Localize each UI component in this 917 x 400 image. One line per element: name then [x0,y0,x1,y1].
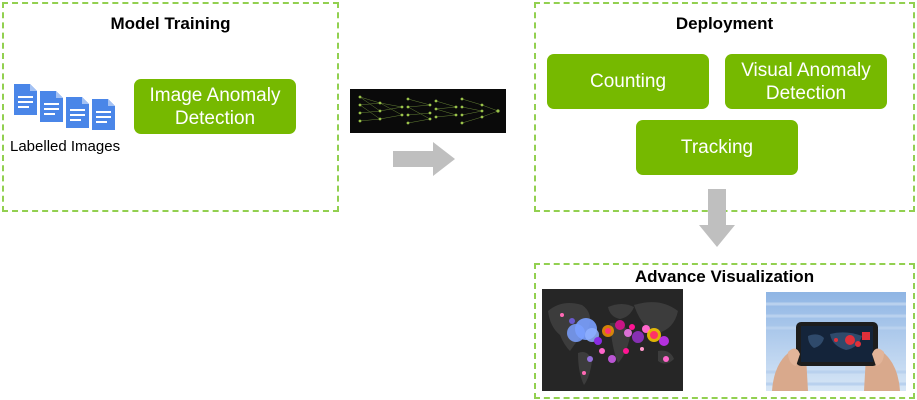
document-icon [92,99,115,130]
labelled-images-label: Labelled Images [10,138,121,155]
tracking-box: Tracking [636,120,798,175]
model-training-title: Model Training [110,14,231,33]
phone-in-hands-image [766,292,906,391]
visual-anomaly-detection-box: Visual Anomaly Detection [725,54,887,109]
deployment-title: Deployment [675,14,774,33]
arrow-down-icon [699,189,735,247]
document-icon [66,97,89,128]
labelled-images-icon [14,84,115,130]
counting-box: Counting [547,54,709,109]
document-icon [40,91,63,122]
world-heatmap-image [542,289,683,391]
model-training-panel: Model Training [2,2,339,212]
arrow-right-icon [393,142,455,176]
neural-network-icon [350,89,506,133]
document-icon [14,84,37,115]
image-anomaly-detection-box: Image Anomaly Detection [134,79,296,134]
advance-visualization-title: Advance Visualization [634,267,815,286]
advance-visualization-panel: Advance Visualization [534,263,915,399]
